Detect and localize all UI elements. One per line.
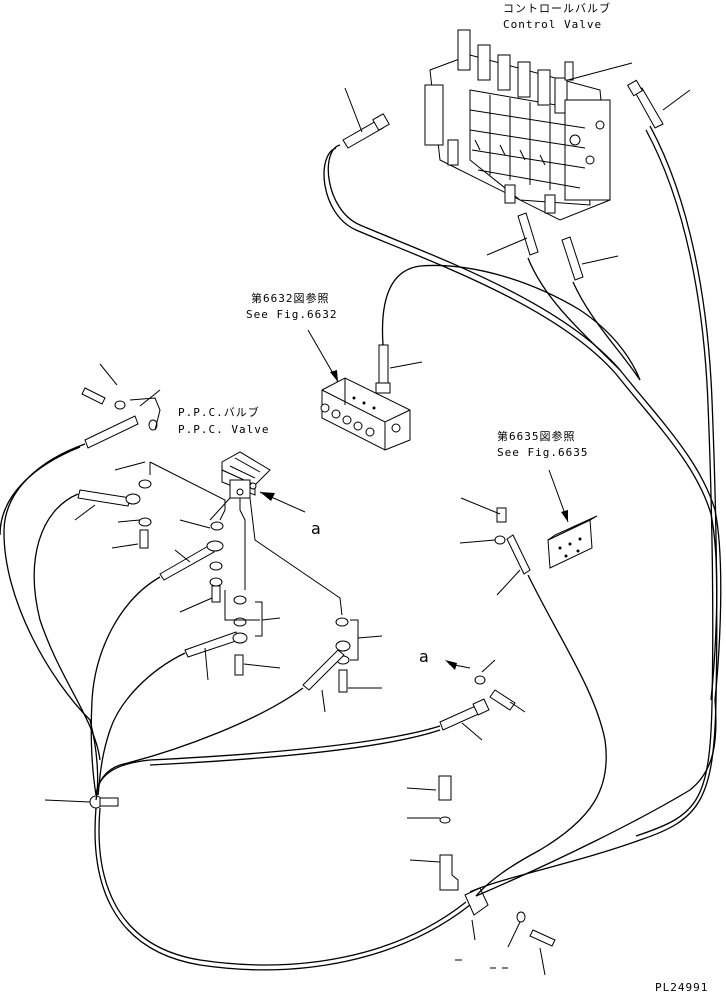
control-valve-drawing	[424, 29, 633, 221]
ref-6635-label-en: See Fig.6635	[497, 446, 588, 459]
ppc-hose-fittings	[77, 387, 351, 693]
manifold-block-6632	[320, 344, 411, 451]
ref-6632-label-jp: 第6632図参照	[251, 291, 330, 305]
ppc-valve-label-jp: P.P.C.バルブ	[178, 405, 260, 419]
drawing-number: PL24991	[655, 981, 708, 994]
view-arrow-label-a-1: a	[311, 519, 321, 538]
clamp-assembly	[89, 775, 556, 947]
block-6635	[547, 515, 598, 569]
control-valve-hose-fittings	[342, 79, 664, 281]
control-valve-label-en: Control Valve	[503, 18, 602, 31]
hydraulic-hoses	[0, 125, 722, 971]
ref-6635-label-jp: 第6635図参照	[497, 429, 576, 443]
ref-6632-label-en: See Fig.6632	[246, 308, 337, 321]
view-arrow-label-a-2: a	[419, 647, 429, 666]
ppc-valve-drawing	[221, 451, 271, 499]
right-hose-fittings	[439, 507, 531, 731]
control-valve-label-jp: コントロールバルブ	[503, 1, 611, 15]
ppc-valve-label-en: P.P.C. Valve	[178, 423, 269, 436]
